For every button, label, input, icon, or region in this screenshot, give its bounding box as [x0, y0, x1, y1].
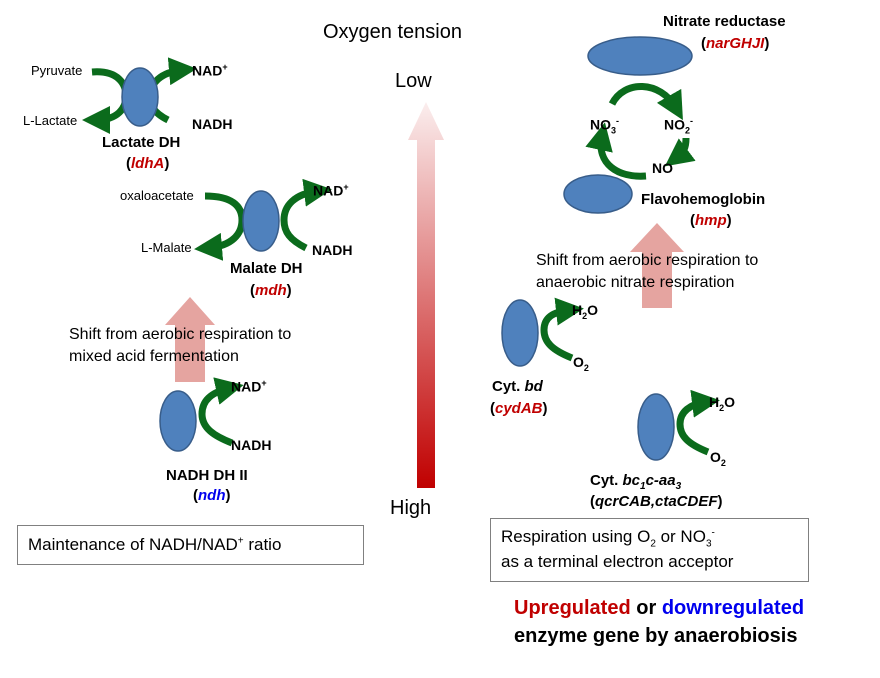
ndh-nad-label: NAD+: [231, 378, 267, 395]
oxygen-low-label: Low: [395, 70, 432, 92]
right-caption-line1: Respiration using O2 or NO3-: [501, 527, 715, 550]
legend-down: downregulated: [661, 597, 805, 619]
cyt-bd-group: [501, 297, 584, 367]
right-shift-text-1: Shift from aerobic respiration to: [536, 252, 759, 269]
malate-nad-label: NAD+: [313, 182, 349, 199]
nitrate-reductase-enzyme: [587, 36, 693, 76]
l-malate-label: L-Malate: [141, 240, 192, 255]
cyt-bc1-gene: (qcrCAB,ctaCDEF): [590, 493, 723, 510]
right-caption-line2: as a terminal electron acceptor: [501, 552, 734, 571]
lactate-nadh-label: NADH: [192, 116, 233, 132]
legend-line2: enzyme gene by anaerobiosis: [514, 625, 798, 647]
oxygen-high-label: High: [390, 497, 432, 519]
nadh-dh-enzyme: [159, 390, 197, 452]
malate-dh-group: [194, 178, 332, 261]
right-shift-text-2: anaerobic nitrate respiration: [536, 274, 735, 291]
malate-dh-left-arrow: [194, 192, 246, 261]
right-caption-box: Respiration using O2 or NO3- as a termin…: [490, 518, 809, 582]
cydab-gene: cydAB: [495, 400, 543, 417]
nitrate-cycle-right-arrow: [664, 137, 696, 167]
left-shift-text-2: mixed acid fermentation: [69, 348, 239, 365]
no2-label: NO2-: [664, 116, 694, 136]
pyruvate-label: Pyruvate: [31, 63, 83, 78]
left-shift-arrow: [165, 297, 215, 382]
cyt-bc1-enzyme: [637, 393, 675, 461]
left-caption-box: Maintenance of NADH/NAD+ ratio: [17, 525, 364, 565]
nitrate-reductase-gene: (narGHJI): [701, 35, 770, 52]
nitrate-reductase-name: Nitrate reductase: [663, 13, 786, 30]
ndh-gene: ndh: [198, 487, 226, 504]
l-lactate-label: L-Lactate: [23, 113, 78, 128]
lactate-dh-gene: (ldhA): [126, 155, 170, 172]
ldha-gene: ldhA: [131, 155, 165, 172]
cyt-bc1-o2-label: O2: [710, 449, 726, 468]
malate-dh-enzyme: [242, 190, 280, 252]
narghji-gene: narGHJI: [706, 35, 765, 52]
ndh-nadh-label: NADH: [231, 437, 272, 453]
nitrate-cycle-upper-arrow: [608, 83, 683, 121]
right-shift-arrow: [630, 223, 684, 308]
cyt-bd-o2-label: O2: [573, 354, 589, 373]
lactate-dh-group: [82, 57, 197, 134]
lactate-dh-name: Lactate DH: [102, 134, 181, 151]
cyt-bd-name: Cyt. bd: [492, 378, 543, 395]
lactate-nad-label: NAD+: [192, 62, 228, 79]
nadh-dh-gene: (ndh): [193, 487, 231, 504]
cyt-bc1-arrow: [676, 389, 720, 456]
oxygen-tension-title: Oxygen tension: [323, 21, 462, 43]
cyt-bd-arrow: [540, 297, 584, 362]
malate-nadh-label: NADH: [312, 242, 353, 258]
malate-dh-right-arrow: [280, 178, 332, 252]
left-caption-text: Maintenance of NADH/NAD+ ratio: [28, 535, 282, 554]
nadh-dh-group: [159, 377, 244, 452]
lactate-dh-left-arrow: [82, 68, 130, 134]
left-shift-text-1: Shift from aerobic respiration to: [69, 326, 292, 343]
no-label: NO: [652, 160, 673, 176]
hmp-gene: hmp: [695, 212, 727, 229]
cyt-bc1-h2o-label: H2O: [709, 394, 736, 413]
cyt-bc1-group: [637, 389, 720, 461]
malate-dh-name: Malate DH: [230, 260, 303, 277]
nadh-dh-arrow: [198, 377, 244, 447]
oxygen-gradient-arrow: [408, 102, 444, 488]
cyt-bd-h2o-label: H2O: [572, 302, 599, 321]
lactate-dh-enzyme: [121, 67, 159, 127]
mdh-gene: mdh: [255, 282, 287, 299]
malate-dh-gene: (mdh): [250, 282, 292, 299]
legend-line1: Upregulated or downregulated: [514, 597, 805, 619]
cyt-bd-gene: (cydAB): [490, 400, 548, 417]
legend-up: Upregulated: [514, 597, 631, 619]
flavohemoglobin-gene: (hmp): [690, 212, 732, 229]
cyt-bd-enzyme: [501, 299, 539, 367]
flavohemoglobin-name: Flavohemoglobin: [641, 191, 766, 208]
flavohemoglobin-enzyme: [563, 174, 633, 214]
no3-label: NO3-: [590, 116, 620, 136]
cyt-bc1-name: Cyt. bc1c-aa3: [590, 472, 682, 492]
nadh-dh-name: NADH DH II: [166, 467, 248, 484]
oxaloacetate-label: oxaloacetate: [120, 188, 194, 203]
nitrate-cycle-lower-arrow: [585, 122, 647, 180]
